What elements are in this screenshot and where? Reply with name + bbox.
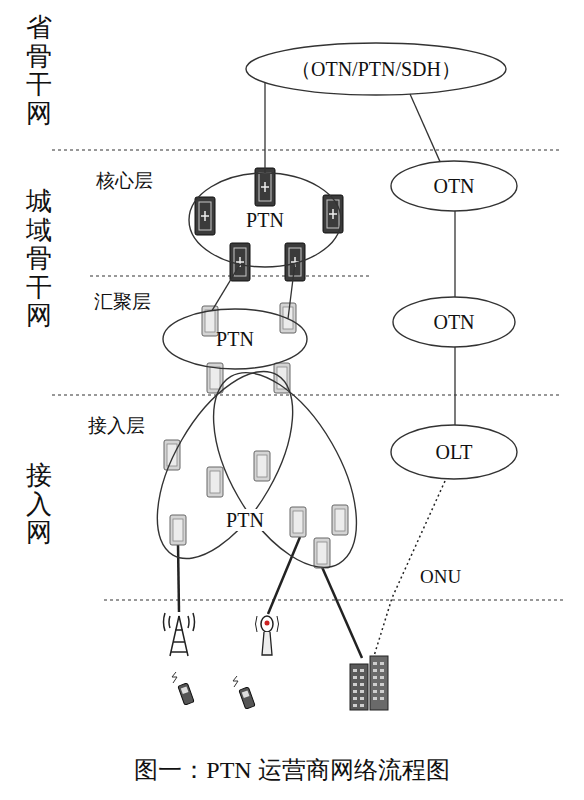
ptn-device-icon — [314, 538, 330, 568]
network-ellipse: OTN — [390, 160, 518, 212]
tier-divider — [52, 149, 562, 150]
figure-caption: 图一：PTN 运营商网络流程图 — [134, 754, 449, 786]
node-label: OTN — [433, 311, 474, 333]
access-link — [268, 537, 300, 614]
node-label: PTN — [216, 328, 254, 350]
node-label: （OTN/PTN/SDH） — [291, 58, 461, 80]
ptn-device-icon — [164, 440, 180, 470]
network-tier-label: 接入网 — [26, 462, 52, 548]
node-label: PTN — [224, 509, 266, 531]
network-link — [454, 347, 455, 425]
network-ellipse: OLT — [390, 424, 518, 480]
node-label: PTN — [246, 209, 284, 231]
base-station-tower — [164, 613, 195, 656]
layer-label: 核心层 — [96, 168, 153, 194]
layer-label: 接入层 — [88, 413, 145, 439]
ptn-device-icon — [332, 505, 348, 535]
network-tier-label: 省骨干网 — [26, 14, 52, 128]
ptn-device-icon — [207, 467, 223, 497]
ptn-device-icon — [254, 451, 270, 481]
network-ellipse: OTN — [392, 296, 516, 348]
tier-divider — [52, 394, 562, 395]
network-link — [454, 211, 455, 297]
signal-mark — [172, 672, 177, 683]
signal-mark — [233, 676, 238, 687]
node-label: OLT — [435, 441, 472, 463]
device-label: ONU — [418, 566, 463, 588]
access-link — [178, 544, 179, 612]
network-tier-label: 城域骨干网 — [26, 188, 52, 331]
network-link — [410, 94, 440, 162]
network-link — [212, 264, 240, 310]
network-ellipse: PTN — [188, 172, 342, 268]
node-label: OTN — [433, 175, 474, 197]
access-link — [322, 567, 362, 658]
mobile-phone-icon — [239, 687, 255, 709]
mobile-phone-icon — [178, 683, 194, 705]
ptn-device-icon — [170, 515, 186, 545]
ptn-device-icon — [290, 507, 306, 537]
small-cell-icon — [256, 616, 279, 655]
layer-label: 汇聚层 — [94, 289, 151, 315]
network-ellipse: PTN — [162, 308, 308, 370]
access-ring-group: PTN — [150, 360, 380, 575]
core-router-icon — [285, 243, 305, 281]
building-icon — [350, 656, 388, 710]
core-router-icon — [195, 197, 215, 235]
network-link — [288, 263, 295, 319]
network-link — [264, 83, 265, 173]
ring-outline — [150, 360, 380, 575]
network-ellipse: （OTN/PTN/SDH） — [245, 42, 507, 96]
